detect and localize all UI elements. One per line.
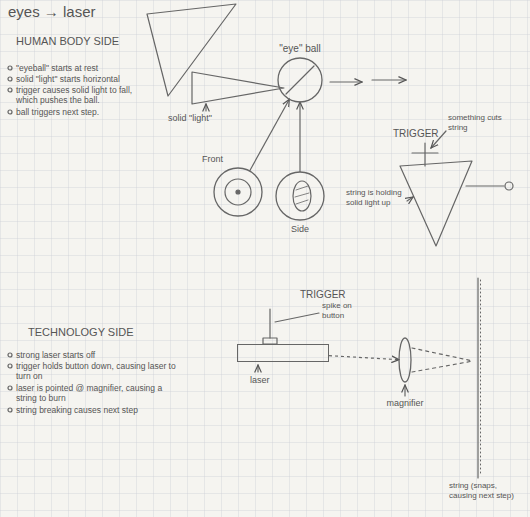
node-label: Side [291,224,309,235]
bullet-dot [8,77,12,81]
node-outline [214,168,262,216]
laser-box: laser [237,344,329,362]
annotation: string is holding solid light up [346,188,404,208]
motion-arrow [330,81,362,82]
string-ring [505,182,513,190]
part-label: solid "light" [168,113,248,124]
bullet-dot [8,66,12,70]
motion-arrow [372,79,406,80]
bullet-dot [8,364,12,368]
bullet-dot [8,408,12,412]
spike [269,309,270,338]
side-view-circle: Side [276,172,324,220]
bullet-dot [8,386,12,390]
node-outline-shape [399,338,411,382]
magnifier-lens: magnifier [399,338,411,382]
annotation: string (snaps, causing next step) [449,481,525,501]
leader-line [275,313,319,322]
connector-arrow [329,356,399,360]
hanging-string [477,278,478,478]
side-inner-oval [293,181,311,211]
node-label: Front [202,154,223,165]
part-label: TRIGGER [300,289,360,301]
solid-light-triangle [192,72,284,104]
bullet-note: solid "light" starts horizontal [16,74,156,84]
section-heading: HUMAN BODY SIDE [16,35,166,48]
node-outline-shape [276,172,324,220]
bullet-note: "eyeball" starts at rest [16,63,156,73]
node-outline [399,338,411,382]
holding-triangle [400,161,472,246]
node-label: "eye" ball [279,43,321,55]
focused-beam [412,361,473,372]
connector-arrow [299,102,300,172]
bullet-note: laser is pointed @ magnifier, causing a … [16,383,176,404]
bullet-note: trigger causes solid light to fall, whic… [16,85,151,106]
eyeball-circle: "eye" ball [278,58,322,102]
trigger-post [424,143,425,166]
trigger-bar [412,152,438,153]
node-outline-shape [278,58,322,102]
leader-arrow [257,365,258,372]
eyeball-line [286,66,314,94]
connector-arrow [250,99,290,171]
bullet-note: trigger holds button down, causing laser… [16,361,176,382]
leader-arrow [407,197,413,201]
bullet-dot [8,88,12,92]
bullet-dot [8,110,12,114]
bullet-note: string breaking causes next step [16,405,176,415]
front-view-circle: Front [214,168,262,216]
node-outline-shape [214,168,262,216]
node-label: laser [250,375,270,386]
leader-arrow [205,104,206,111]
string-texture [480,280,481,476]
node-outline [278,58,322,102]
focused-beam [412,348,473,361]
side-hatching [295,186,309,204]
bullet-note: strong laser starts off [16,350,176,360]
bullet-note: ball triggers next step. [16,107,156,117]
annotation: something cuts string [448,113,510,133]
sketch-title: eyes → laser [8,3,96,21]
section-heading: TECHNOLOGY SIDE [28,326,178,339]
bullet-dot [8,353,12,357]
front-center-dot [236,190,240,194]
string-line [466,185,504,186]
node-outline [276,172,324,220]
front-inner-circle [225,179,251,205]
node-label: magnifier [387,398,424,409]
leader-arrow [404,385,405,396]
annotation: spike on button [322,301,374,321]
